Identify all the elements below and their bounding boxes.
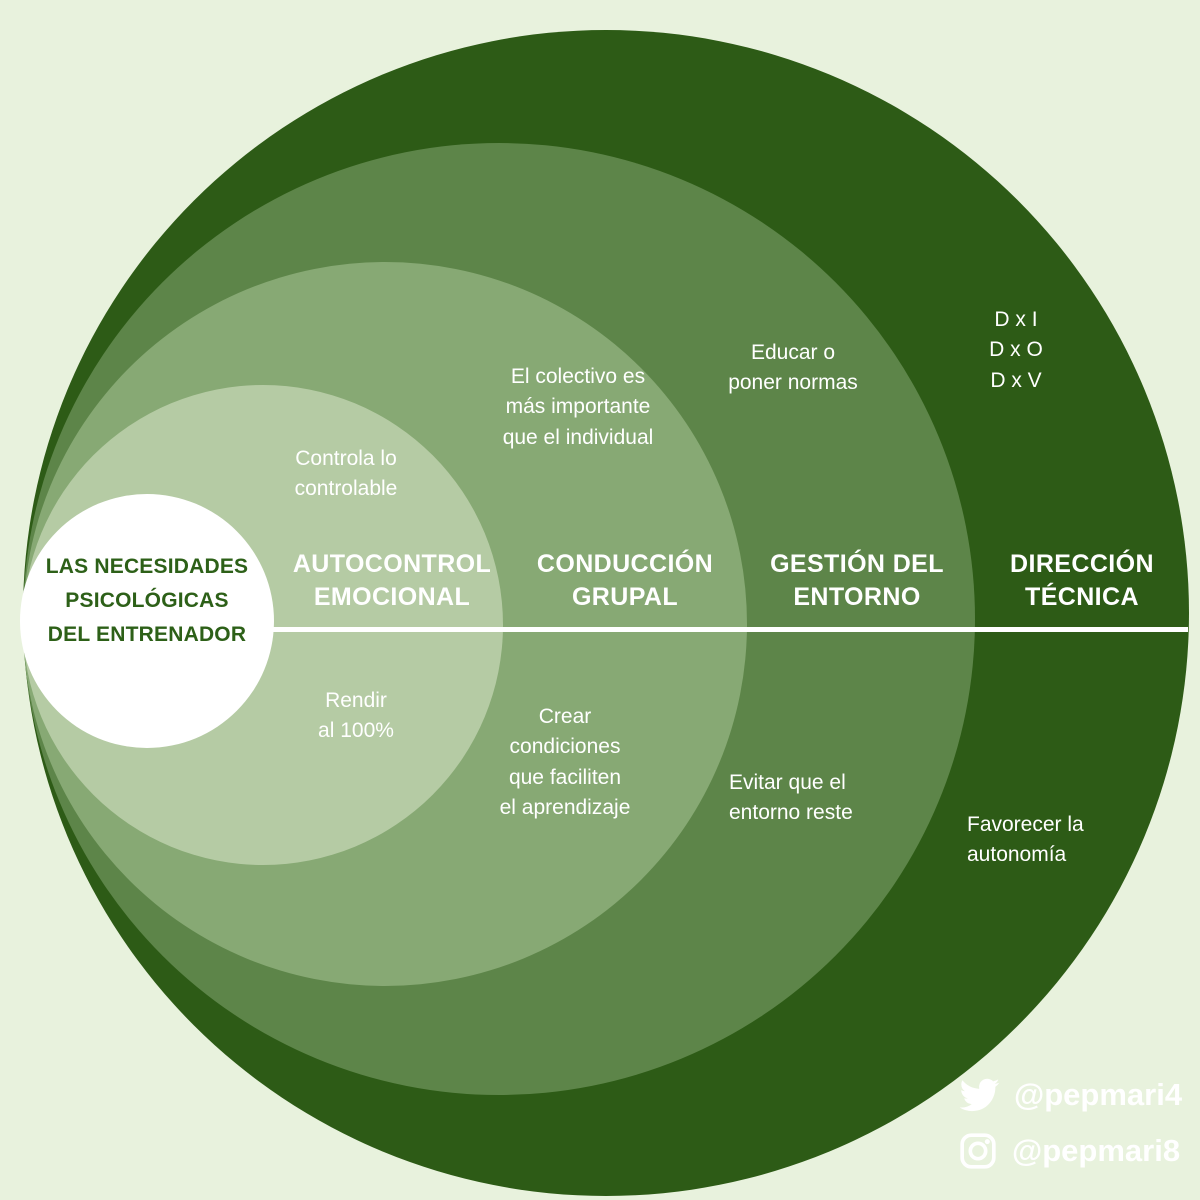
instagram-icon	[958, 1131, 998, 1171]
center-circle	[20, 494, 274, 748]
twitter-handle: @pepmari4	[1014, 1077, 1183, 1112]
twitter-icon	[958, 1074, 1000, 1116]
note-crear-condiciones: Crear condiciones que faciliten el apren…	[499, 705, 631, 820]
note-el-colectivo: El colectivo es más importante que el in…	[502, 365, 654, 449]
note-rendir-al-100: Rendir al 100%	[318, 689, 394, 743]
instagram-handle: @pepmari8	[1012, 1133, 1181, 1168]
label-conduccion-grupal: CONDUCCIÓN GRUPAL	[536, 550, 714, 611]
note-educar-poner-normas: Educar o poner normas	[728, 341, 858, 395]
instagram-row: @pepmari8	[958, 1131, 1180, 1171]
center-title: LAS NECESIDADES PSICOLÓGICAS DEL ENTRENA…	[45, 555, 249, 647]
label-gestion-del-entorno: GESTIÓN DEL ENTORNO	[770, 550, 944, 611]
label-autocontrol-emocional: AUTOCONTROL EMOCIONAL	[292, 550, 492, 611]
label-direccion-tecnica: DIRECCIÓN TÉCNICA	[1010, 550, 1154, 611]
note-dxi-dxo-dxv: D x I D x O D x V	[989, 308, 1043, 392]
note-favorecer-autonomia: Favorecer la autonomía	[967, 813, 1084, 867]
note-controla-lo-controlable: Controla lo controlable	[294, 447, 398, 501]
note-evitar-entorno-reste: Evitar que el entorno reste	[729, 771, 853, 825]
divider-line	[272, 627, 1188, 632]
twitter-row: @pepmari4	[958, 1074, 1182, 1116]
